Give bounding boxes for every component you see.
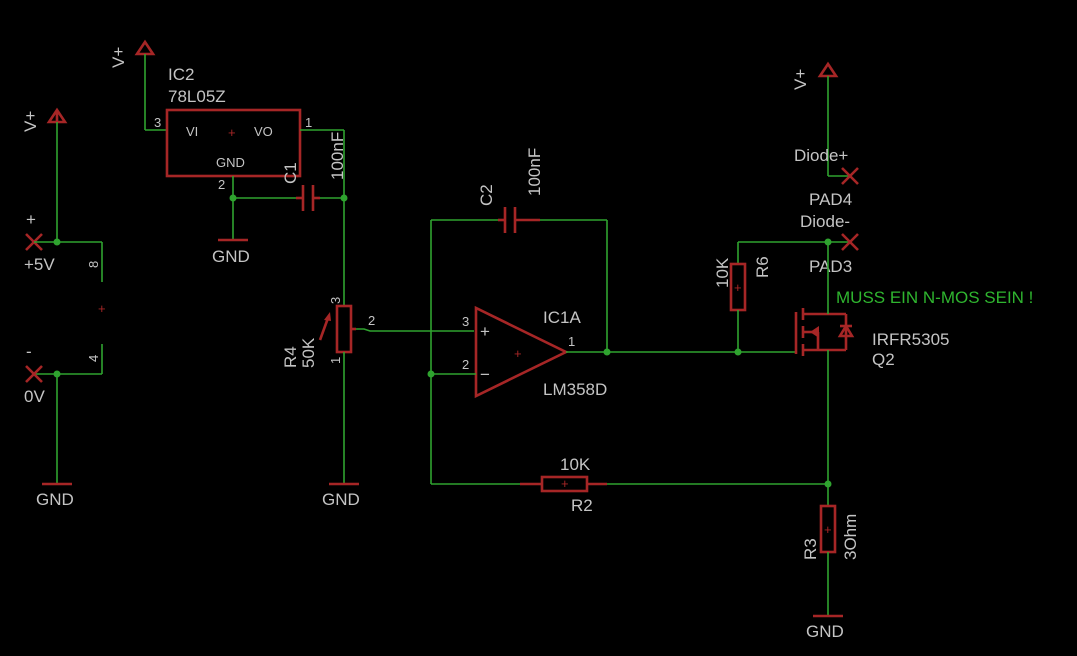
svg-text:1: 1 [328, 357, 343, 364]
pad3-name: PAD3 [809, 257, 852, 276]
svg-text:2: 2 [462, 357, 469, 372]
c2-name: C2 [477, 184, 496, 206]
r4-name: R4 [281, 346, 300, 368]
svg-text:1: 1 [568, 334, 575, 349]
potentiometer-r4[interactable]: R4 50K 3 1 2 [281, 297, 375, 368]
svg-text:+: + [228, 125, 236, 140]
svg-text:1: 1 [305, 115, 312, 130]
capacitor-c2[interactable]: C2 100nF [477, 148, 544, 233]
r3-value: 3Ohm [841, 514, 860, 560]
svg-text:+: + [824, 522, 832, 537]
ic2-value: 78L05Z [168, 87, 226, 106]
r3-name: R3 [801, 538, 820, 560]
svg-text:−: − [480, 365, 490, 384]
q2-name: Q2 [872, 350, 895, 369]
mosfet-q2[interactable]: IRFR5305 Q2 [794, 308, 949, 369]
opamp-ic1a[interactable]: + − + IC1A LM358D 3 2 1 [462, 305, 607, 399]
r6-name: R6 [753, 256, 772, 278]
svg-text:GND: GND [212, 247, 250, 266]
pad3[interactable]: Diode- PAD3 [800, 212, 859, 276]
r2-name: R2 [571, 496, 593, 515]
pad4-label: Diode+ [794, 146, 848, 165]
svg-text:3: 3 [328, 297, 343, 304]
resistor-r2[interactable]: + 10K R2 [520, 455, 607, 515]
svg-text:+: + [734, 280, 742, 295]
resistor-r6[interactable]: + 10K R6 [713, 256, 772, 312]
pad-plus-sign: + [26, 210, 36, 229]
ic1a-value: LM358D [543, 380, 607, 399]
svg-text:+: + [98, 301, 106, 316]
svg-text:V+: V+ [791, 69, 810, 90]
supply-vplus-ic2: V+ [109, 39, 156, 130]
svg-text:GND: GND [322, 490, 360, 509]
r4-value: 50K [299, 337, 318, 368]
svg-text:3: 3 [462, 314, 469, 329]
svg-text:GND: GND [806, 622, 844, 641]
svg-text:+: + [514, 346, 522, 361]
design-note: MUSS EIN N-MOS SEIN ! [836, 288, 1033, 307]
c1-name: C1 [281, 162, 300, 184]
pad-minus-sign: - [26, 342, 32, 361]
connector-j1: 8 + 4 [86, 261, 106, 362]
c2-value: 100nF [525, 148, 544, 196]
supply-vplus-left: V+ [21, 107, 68, 242]
resistor-r3[interactable]: + R3 3Ohm [801, 504, 860, 560]
supply-vplus-right: V+ [791, 61, 839, 176]
gnd-symbol-left: GND [36, 482, 74, 509]
svg-text:VI: VI [186, 124, 198, 139]
gnd-symbol-ic2: GND [212, 238, 250, 266]
svg-text:+: + [561, 476, 569, 491]
gnd-symbol-r4: GND [322, 482, 360, 509]
svg-text:2: 2 [218, 177, 225, 192]
gnd-symbol-right: GND [806, 614, 844, 641]
ic1a-name: IC1A [543, 308, 581, 327]
pad4[interactable]: Diode+ PAD4 [794, 146, 859, 209]
svg-text:+: + [480, 322, 490, 341]
svg-text:3: 3 [154, 115, 161, 130]
svg-text:V+: V+ [109, 47, 128, 68]
pad4-name: PAD4 [809, 190, 852, 209]
svg-text:8: 8 [86, 261, 101, 268]
ic2-name: IC2 [168, 65, 194, 84]
capacitor-c1[interactable]: C1 100nF [281, 132, 347, 211]
svg-text:GND: GND [36, 490, 74, 509]
pad3-label: Diode- [800, 212, 850, 231]
svg-text:2: 2 [368, 313, 375, 328]
vplus-label-left: V+ [21, 111, 40, 132]
pad-0v-label: 0V [24, 387, 45, 406]
svg-text:4: 4 [86, 355, 101, 362]
pad-0v[interactable]: - 0V [24, 342, 45, 406]
c1-value: 100nF [328, 132, 347, 180]
pad-plus5v-label: +5V [24, 255, 55, 274]
r6-value: 10K [713, 257, 732, 288]
svg-text:GND: GND [216, 155, 245, 170]
svg-text:VO: VO [254, 124, 273, 139]
q2-value: IRFR5305 [872, 330, 949, 349]
r2-value: 10K [560, 455, 591, 474]
